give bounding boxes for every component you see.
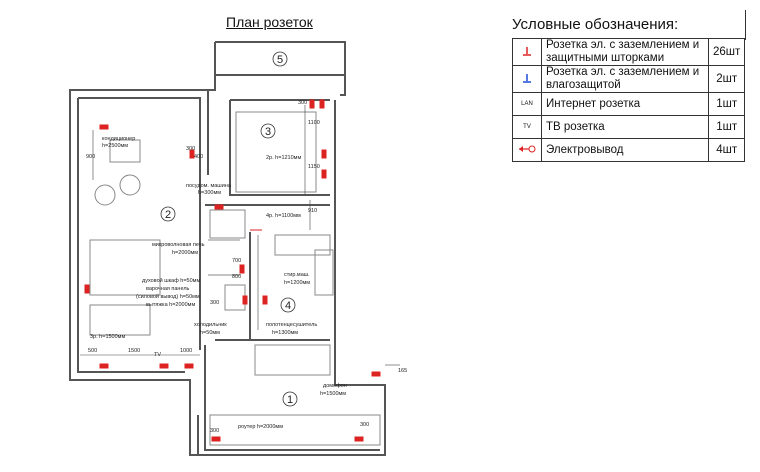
dim-300c: 300: [210, 300, 219, 306]
legend-text: Розетка эл. с заземлением и защитными шт…: [541, 38, 709, 66]
legend-row: Электровывод 4шт: [512, 138, 746, 162]
label-washer-h: h=1200мм: [284, 280, 310, 286]
power-outlet-wire-icon: [512, 138, 542, 162]
socket-ground-waterproof-icon: [512, 65, 542, 93]
legend-row: LAN Интернет розетка 1шт: [512, 92, 746, 116]
label-conditioner-h: h=2500мм: [102, 143, 128, 149]
walls: [69, 41, 386, 456]
legend-text: Электровывод: [541, 138, 709, 162]
dimension-numbers: 500 1500 1000 900 300 400 1100 1150 300 …: [86, 100, 407, 434]
room-5: 5: [277, 54, 283, 66]
dim-300a: 300: [186, 146, 195, 152]
dim-900: 900: [86, 154, 95, 160]
legend-count: 1шт: [707, 92, 746, 116]
dim-1100: 1100: [308, 120, 320, 126]
label-oven-3: (силовой вывод) h=50мм: [136, 293, 200, 300]
dimension-lines: [80, 105, 400, 366]
label-oven-1: духовой шкаф h=50мм: [142, 277, 200, 284]
dim-800: 800: [232, 274, 241, 280]
legend-row: Розетка эл. с заземлением и защитными шт…: [512, 38, 746, 66]
plan-title: План розеток: [226, 14, 313, 30]
label-four-h: 4р. h=1100мм: [266, 213, 301, 219]
annotations: кондиционер h=2500мм 2р. h=1210мм посудо…: [90, 136, 347, 430]
tv-socket-icon: TV: [512, 115, 542, 139]
legend-count: 1шт: [707, 115, 746, 139]
socket-ground-shutter-icon: [512, 38, 542, 66]
label-three-h: 3р. h=1500мм: [90, 334, 125, 340]
dim-910: 910: [308, 208, 317, 214]
furniture: [89, 111, 381, 446]
tv-symbol: TV: [523, 124, 531, 130]
legend-count: 4шт: [707, 138, 746, 162]
legend-count: 2шт: [707, 65, 746, 93]
label-towel: полотенцесушитель: [266, 322, 317, 328]
dim-300e: 300: [360, 422, 369, 428]
dim-500: 500: [88, 348, 97, 354]
dim-400: 400: [194, 154, 203, 160]
label-oven-2: варочная панель: [146, 286, 190, 292]
dim-300b: 300: [298, 100, 307, 106]
legend-table: Розетка эл. с заземлением и защитными шт…: [512, 38, 746, 162]
label-bed: 2р. h=1210мм: [266, 155, 301, 161]
label-dishwasher: посудом. машина: [186, 183, 232, 189]
room-1: 1: [287, 394, 293, 406]
label-tv: TV: [154, 352, 161, 358]
label-intercom: домофон: [323, 383, 347, 389]
lan-socket-icon: LAN: [512, 92, 542, 116]
label-intercom-h: h=1500мм: [320, 391, 346, 397]
dim-1150: 1150: [308, 164, 320, 170]
label-oven-4: вытяжка h=2000мм: [146, 302, 195, 308]
dim-700: 700: [232, 258, 241, 264]
room-3: 3: [265, 126, 271, 138]
legend-row: Розетка эл. с заземлением и влагозащитой…: [512, 65, 746, 93]
legend-count: 26шт: [707, 38, 746, 66]
label-towel-h: h=1300мм: [272, 330, 298, 336]
legend-text: Интернет розетка: [541, 92, 709, 116]
label-router: роутер h=2000мм: [238, 424, 283, 430]
legend-text: Розетка эл. с заземлением и влагозащитой: [541, 65, 709, 93]
room-2: 2: [165, 209, 171, 221]
lan-symbol: LAN: [521, 101, 533, 107]
legend-divider: [745, 10, 746, 40]
room-4: 4: [285, 300, 291, 312]
legend-text: ТВ розетка: [541, 115, 709, 139]
room-numbers: 5 3 2 4 1: [160, 51, 298, 407]
legend-row: TV ТВ розетка 1шт: [512, 115, 746, 139]
socket-markers: [84, 99, 381, 442]
label-microwave-h: h=2000мм: [172, 250, 198, 256]
dim-1000: 1000: [180, 348, 192, 354]
label-conditioner: кондиционер: [102, 136, 135, 142]
label-fridge-h: h=50мм: [200, 330, 220, 336]
label-microwave: микроволновая печь: [152, 242, 205, 248]
dim-1500: 1500: [128, 348, 140, 354]
label-fridge: холодильник: [194, 322, 227, 328]
label-dishwasher-h: h=300мм: [198, 190, 221, 196]
dim-300d: 300: [210, 428, 219, 434]
label-washer: стир.маш.: [284, 272, 310, 278]
legend-title: Условные обозначения:: [512, 16, 679, 33]
dim-165: 165: [398, 368, 407, 374]
